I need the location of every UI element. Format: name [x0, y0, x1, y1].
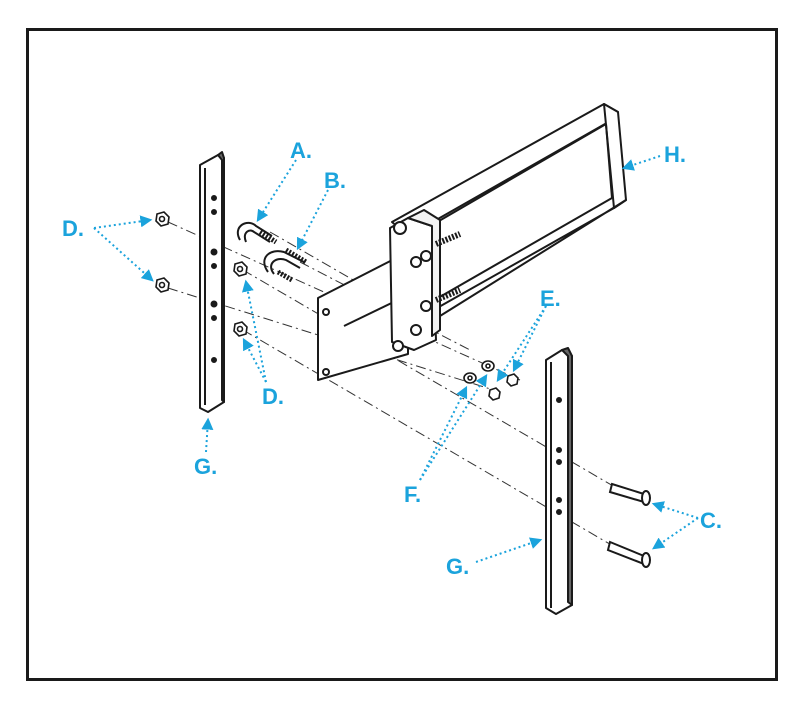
mounting-bracket-frame-h: [317, 103, 627, 381]
hex-nut-d-mid-lower: [233, 321, 248, 337]
callout-a: A.: [290, 138, 312, 163]
carriage-bolt-c-lower: [606, 540, 651, 568]
callout-g-right: G.: [446, 554, 470, 579]
ladder-rail-right: [545, 347, 573, 615]
hex-nut-d-upper: [155, 211, 170, 227]
callout-f: F.: [404, 482, 422, 507]
flat-washer-f-1: [463, 372, 477, 384]
u-bolt-b: [263, 247, 308, 283]
hex-nut-d-mid-upper: [233, 261, 248, 277]
carriage-bolt-c-upper: [608, 482, 651, 506]
callout-h: H.: [664, 142, 686, 167]
j-bolt-a: [237, 221, 278, 245]
callout-arrows: [93, 155, 699, 563]
callout-c: C.: [700, 508, 722, 533]
callout-e: E.: [540, 286, 561, 311]
lock-nut-e-1: [488, 387, 501, 401]
ladder-rail-left: [199, 151, 225, 413]
callout-g-left: G.: [194, 454, 218, 479]
callout-b: B.: [324, 168, 346, 193]
flat-washer-f-2: [481, 360, 495, 372]
callout-d-lower: D.: [262, 384, 284, 409]
hex-nut-d-lower: [155, 277, 170, 293]
callout-d-left: D.: [62, 216, 84, 241]
lock-nut-e-2: [506, 373, 519, 387]
